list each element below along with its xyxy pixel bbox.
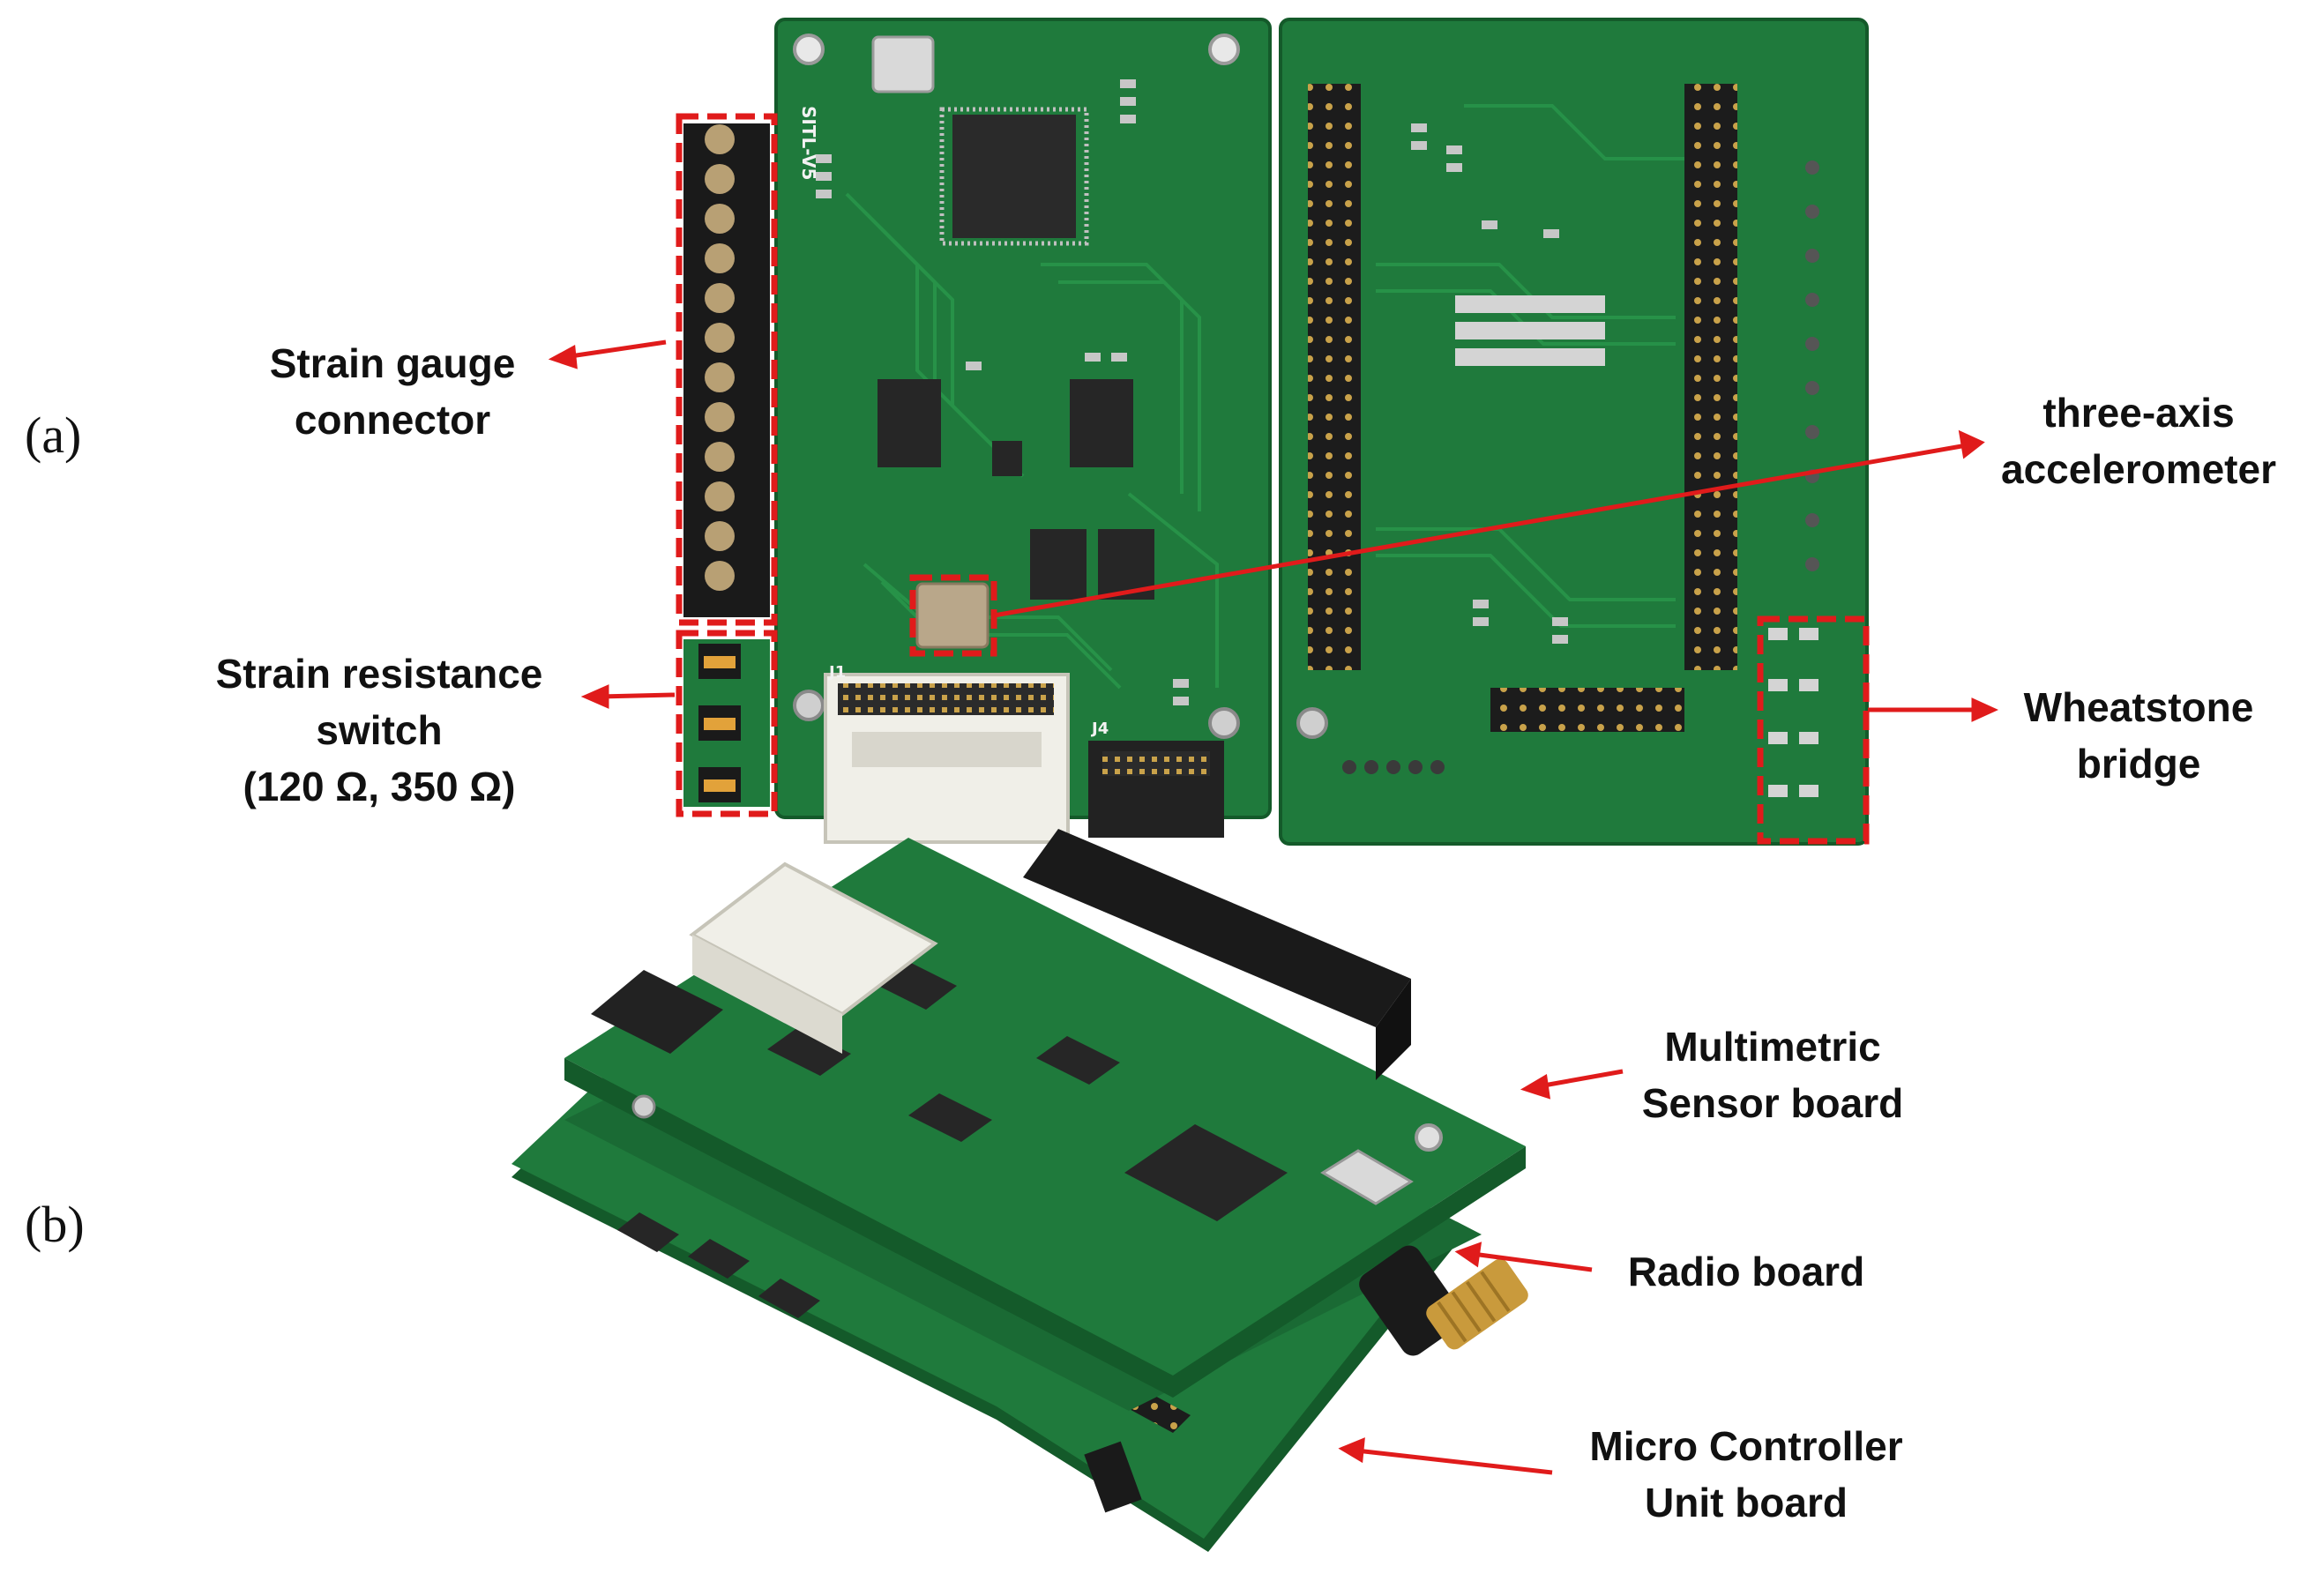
callout-arrows-a	[548, 339, 1999, 722]
callout-arrows-b	[1338, 1069, 1624, 1475]
panel-b-photo	[512, 829, 1528, 1552]
svg-text:J4: J4	[1090, 720, 1109, 738]
silkscreen-version: SITL-V5	[798, 106, 819, 180]
panel-label-b: (b)	[25, 1196, 85, 1253]
sensor-board-back	[1279, 18, 1869, 846]
terminal-screws	[705, 124, 735, 591]
label-radio-board: Radio board	[1627, 1249, 1865, 1294]
callout-box-wheatstone-bridge	[1757, 615, 1870, 845]
label-strain-resistance-switch: Strain resistance switch (120 Ω, 350 Ω)	[215, 651, 543, 809]
sensor-board-front: SITL-V5 J1 J4	[683, 18, 1272, 844]
callout-box-strain-resistance-switch	[676, 630, 778, 817]
label-strain-gauge-connector: Strain gauge connector	[269, 340, 516, 443]
callout-box-strain-gauge-connector	[676, 113, 778, 626]
svg-text:J1: J1	[827, 663, 846, 682]
label-three-axis-accelerometer: three-axis accelerometer	[2001, 390, 2276, 492]
label-multimetric-sensor-board: Multimetric Sensor board	[1641, 1024, 1904, 1126]
panel-label-a: (a)	[25, 406, 82, 464]
label-wheatstone-bridge: Wheatstone bridge	[2023, 684, 2254, 787]
label-mcu-board: Micro Controller Unit board	[1589, 1423, 1903, 1525]
